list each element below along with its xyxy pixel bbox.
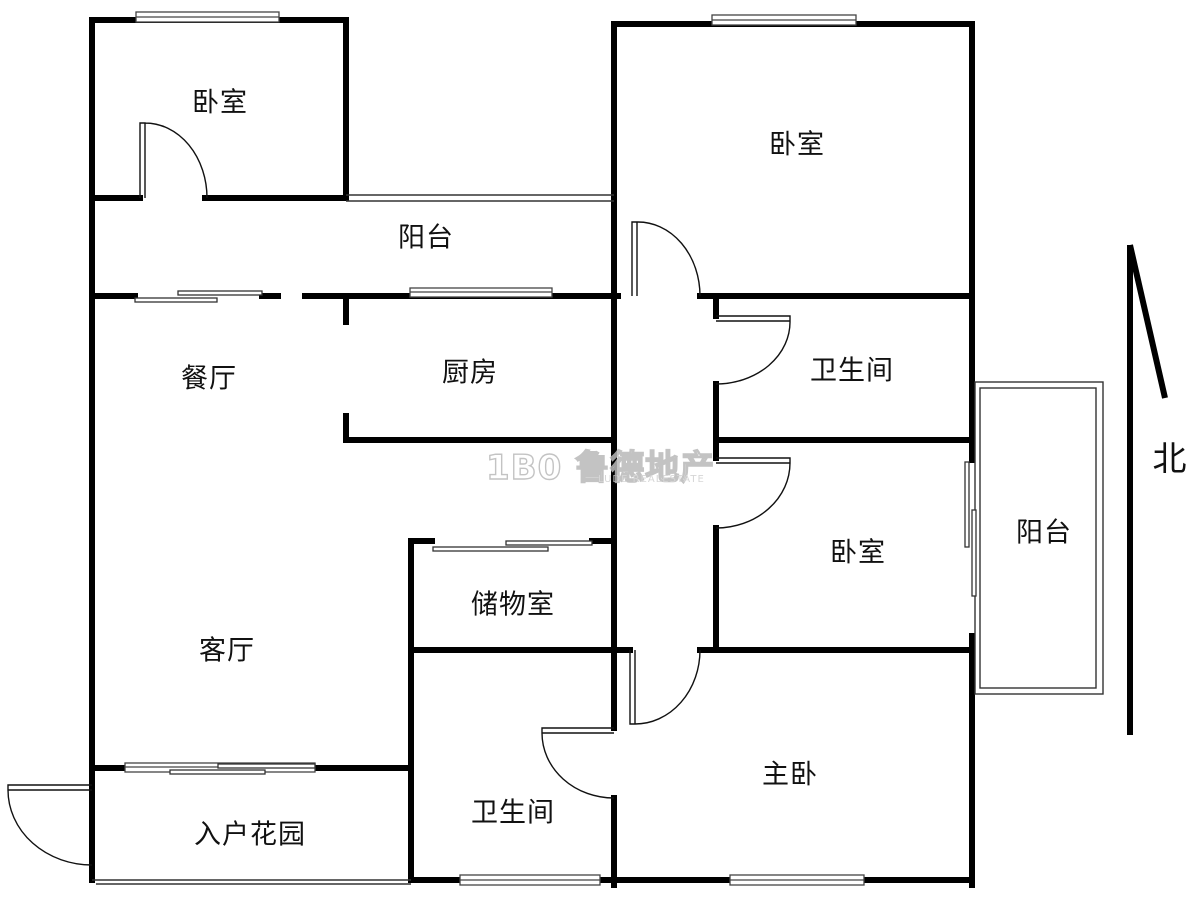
room-label-master-bedroom: 主卧: [762, 759, 818, 791]
sliding-door: [217, 763, 316, 769]
watermark-sub: LUDE REALESTATE: [598, 474, 705, 485]
room-label-living: 客厅: [199, 635, 255, 667]
room-label-balcony-east: 阳台: [1016, 517, 1072, 549]
room-label-bedroom-east: 卧室: [830, 537, 886, 569]
walls: [89, 17, 975, 888]
north-arrow: [1127, 244, 1168, 735]
sliding-door: [971, 509, 977, 597]
swing-doors: [7, 122, 791, 866]
room-label-bedroom-ne: 卧室: [769, 129, 825, 161]
door-swing: [631, 221, 701, 297]
room-label-bedroom-nw: 卧室: [192, 87, 248, 119]
thin-lines: [92, 194, 1104, 885]
door-swing: [139, 122, 208, 199]
room-label-kitchen: 厨房: [442, 357, 498, 389]
watermark-brand: 1B0 鲁德地产: [485, 447, 716, 488]
sliding-door: [964, 461, 970, 548]
door-swing: [629, 649, 701, 725]
room-label-dining: 餐厅: [181, 363, 237, 395]
north-label: 北: [1152, 439, 1188, 480]
sliding-door: [177, 290, 263, 296]
sliding-door: [505, 540, 593, 546]
room-label-storage: 储物室: [471, 589, 555, 621]
sliding-doors: [134, 290, 977, 775]
sliding-door: [169, 769, 266, 775]
sliding-door: [134, 297, 218, 303]
room-label-entry-garden: 入户花园: [194, 819, 306, 851]
door-swing: [7, 784, 93, 866]
room-label-bathroom-east: 卫生间: [810, 355, 894, 387]
room-label-bathroom-south: 卫生间: [471, 797, 555, 829]
door-swing: [715, 315, 791, 385]
door-swing: [715, 457, 791, 529]
sliding-door: [432, 546, 549, 552]
room-label-balcony-north: 阳台: [398, 222, 454, 254]
door-swing: [541, 727, 615, 799]
watermark: 1B0 鲁德地产 LUDE REALESTATE: [478, 438, 768, 488]
